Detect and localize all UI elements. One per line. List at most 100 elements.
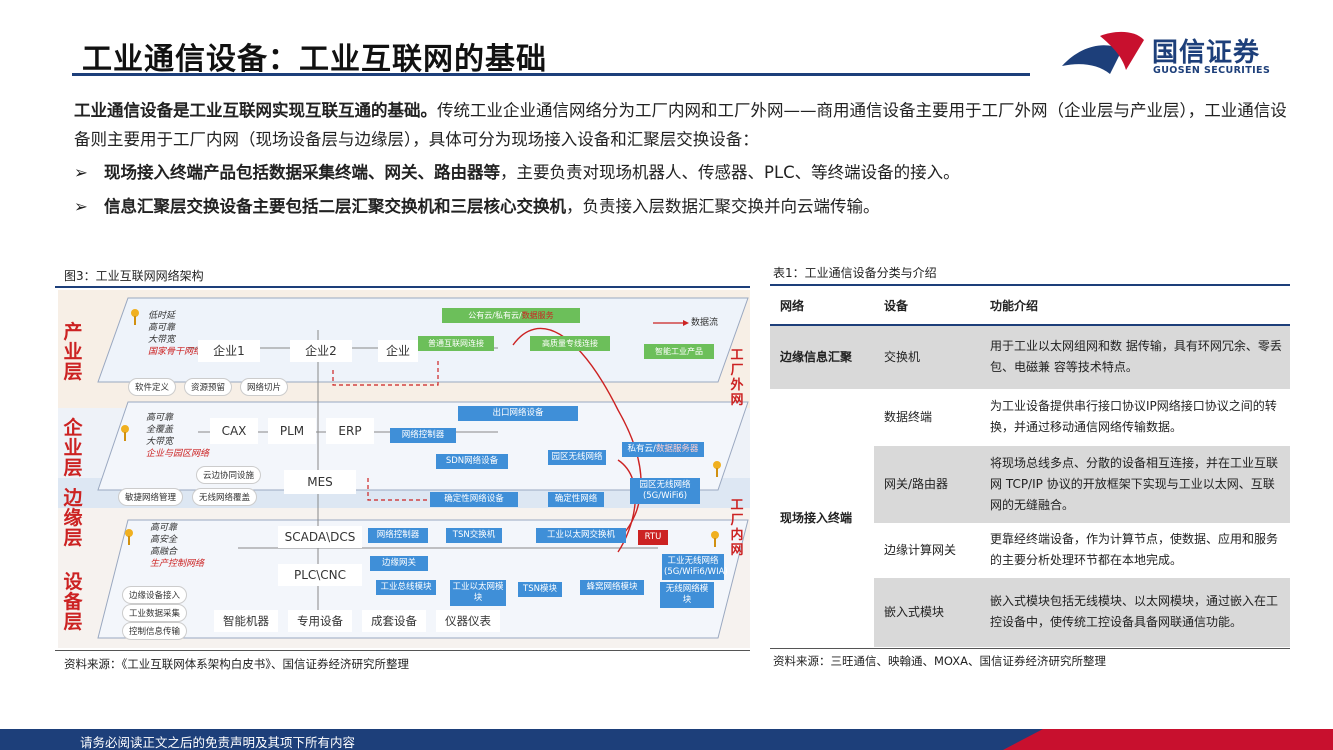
- page-title: 工业通信设备：工业互联网的基础: [82, 42, 547, 77]
- table-cell-device: 边缘计算网关: [874, 523, 980, 578]
- enterprise-pill: 云边协同设施: [196, 466, 262, 484]
- app-box: CAX: [210, 418, 258, 444]
- fieldbus-module-box: 工业总线模块: [376, 580, 436, 595]
- antenna-5g-icon: [131, 309, 139, 325]
- device-bottom-node: 仪器仪表: [436, 610, 500, 632]
- table-cell-desc: 为工业设备提供串行接口协议IP网络接口协议之间的转换，并通过移动通信网络传输数据…: [980, 389, 1290, 446]
- industry-pill: 网络切片: [240, 378, 289, 396]
- layer-label-device: 设备层: [63, 571, 83, 633]
- footer-accent: [1003, 729, 1333, 750]
- antenna-5g-icon: [125, 529, 133, 545]
- layer-label-industry: 产业层: [63, 321, 83, 383]
- device-pill: 边缘设备接入: [122, 586, 188, 604]
- edge-gateway-box: 边缘网关: [370, 556, 428, 571]
- intro-paragraph: 工业通信设备是工业互联网实现互联互通的基础。传统工业企业通信网络分为工厂内网和工…: [74, 96, 1289, 154]
- industry-pill: 资源预留: [184, 378, 233, 396]
- deterministic-network-box: 确定性网络: [548, 492, 604, 507]
- device-bottom-node: 智能机器: [214, 610, 278, 632]
- figure-source-rule: [55, 650, 750, 651]
- table-cell-category: 边缘信息汇聚: [770, 325, 874, 390]
- device-bottom-node: 成套设备: [362, 610, 426, 632]
- bullet-arrow-icon: ➢: [74, 197, 88, 216]
- smart-product-box: 智能工业产品: [644, 344, 714, 359]
- layer-label-edge: 边缘层: [63, 487, 83, 549]
- intro-lead-bold: 工业通信设备是工业互联网实现互联互通的基础。: [74, 101, 437, 120]
- device-pill: 控制信息传输: [122, 622, 188, 640]
- industrial-wireless-box: 工业无线网络(5G/WiFi6/WIA): [662, 554, 728, 580]
- plc-box: PLC\CNC: [278, 564, 362, 586]
- table-cell-device: 交换机: [874, 325, 980, 390]
- layer-label-enterprise: 企业层: [63, 417, 83, 479]
- table-header-function: 功能介绍: [980, 287, 1290, 326]
- table-caption-rule: [770, 284, 1290, 286]
- network-architecture-figure: 产业层 企业层 边缘层 设备层 工厂外网 工厂内网 低时延高可靠大带宽 国家骨干…: [58, 290, 750, 648]
- private-cloud-box: 私有云/数据服务器: [622, 442, 704, 457]
- footer-bar: 请务必阅读正文之后的免责声明及其项下所有内容: [0, 729, 1333, 750]
- table-row: 现场接入终端 数据终端 为工业设备提供串行接口协议IP网络接口协议之间的转换，并…: [770, 389, 1290, 648]
- intro-lead-rest: 传统工业企业通信网络分为工厂内网和工厂外网——商用通信设备主要用于工厂外网（企业…: [74, 101, 1287, 149]
- tsn-module-box: TSN模块: [518, 582, 562, 597]
- deterministic-device-box: 确定性网络设备: [430, 492, 518, 507]
- figure-caption-rule: [55, 286, 750, 288]
- table-source-rule: [770, 648, 1290, 649]
- rtu-box: RTU: [638, 530, 668, 545]
- table-caption: 表1：工业通信设备分类与介绍: [773, 266, 937, 280]
- sdn-device-box: SDN网络设备: [436, 454, 508, 469]
- bullet-item: ➢现场接入终端产品包括数据采集终端、网关、路由器等，主要负责对现场机器人、传感器…: [74, 161, 960, 185]
- antenna-5g-icon: [121, 425, 129, 441]
- enterprise-node: 企业1: [198, 340, 260, 362]
- app-box: ERP: [326, 418, 374, 444]
- app-box: PLM: [268, 418, 316, 444]
- bullet-item: ➢信息汇聚层交换设备主要包括二层汇聚交换机和三层核心交换机，负责接入层数据汇聚交…: [74, 195, 880, 219]
- table-header-device: 设备: [874, 287, 980, 326]
- antenna-5g-icon: [711, 531, 719, 547]
- table-header-network: 网络: [770, 287, 874, 326]
- egress-device-box: 出口网络设备: [458, 406, 578, 421]
- table-row: 边缘信息汇聚 交换机 用于工业以太网组网和数 据传输，具有环网冗余、零丢包、电磁…: [770, 325, 1290, 390]
- bullet-arrow-icon: ➢: [74, 163, 88, 182]
- table-cell-category: 现场接入终端: [770, 389, 874, 648]
- ethernet-module-box: 工业以太网模块: [450, 580, 506, 606]
- table-cell-desc: 用于工业以太网组网和数 据传输，具有环网冗余、零丢包、电磁兼 容等技术特点。: [980, 325, 1290, 390]
- mes-box: MES: [284, 470, 356, 494]
- logo-chinese: 国信证券: [1152, 38, 1261, 68]
- dedicated-line-box: 高质量专线连接: [530, 336, 610, 351]
- scada-box: SCADA\DCS: [278, 526, 362, 548]
- table-cell-device: 嵌入式模块: [874, 577, 980, 648]
- tsn-switch-box: TSN交换机: [446, 528, 502, 543]
- device-bottom-node: 专用设备: [288, 610, 352, 632]
- table-cell-desc: 将现场总线多点、分散的设备相互连接，并在工业互联网 TCP/IP 协议的开放框架…: [980, 445, 1290, 524]
- device-pill: 工业数据采集: [122, 604, 188, 622]
- guosen-logo-icon: [1062, 31, 1144, 74]
- wireless-module-box: 无线网络模块: [660, 582, 714, 608]
- device-notes: 高可靠高安全高融合 生产控制网络: [150, 523, 205, 569]
- legend-dataflow: 数据流: [691, 318, 719, 328]
- footer-disclaimer: 请务必阅读正文之后的免责声明及其项下所有内容: [80, 735, 356, 750]
- table-cell-desc: 更靠经终端设备，作为计算节点，使数据、应用和服务的主要分析处理环节都在本地完成。: [980, 523, 1290, 578]
- side-label-internal: 工厂内网: [730, 498, 744, 558]
- campus-wireless-box: 园区无线网络: [548, 450, 606, 465]
- table-row: 边缘计算网关 更靠经终端设备，作为计算节点，使数据、应用和服务的主要分析处理环节…: [770, 523, 1290, 578]
- industry-pill: 软件定义: [128, 378, 177, 396]
- table-cell-device: 网关/路由器: [874, 445, 980, 524]
- industry-notes: 低时延高可靠大带宽 国家骨干网络: [148, 311, 203, 357]
- internet-connection-box: 普通互联网连接: [418, 336, 494, 351]
- antenna-5g-icon: [713, 461, 721, 477]
- device-network-controller-box: 网络控制器: [368, 528, 428, 543]
- logo-english: GUOSEN SECURITIES: [1153, 65, 1271, 76]
- enterprise-node: 企业: [378, 340, 418, 362]
- table-header-row: 网络 设备 功能介绍: [770, 287, 1290, 326]
- campus-5g-box: 园区无线网络(5G/WiFi6): [630, 478, 700, 504]
- side-label-external: 工厂外网: [730, 348, 744, 408]
- equipment-table: 网络 设备 功能介绍 边缘信息汇聚 交换机 用于工业以太网组网和数 据传输，具有…: [770, 287, 1290, 648]
- bullet-text: ，负责接入层数据汇聚交换并向云端传输。: [566, 197, 880, 216]
- cellular-module-box: 蜂窝网络模块: [580, 580, 644, 595]
- table-cell-desc: 嵌入式模块包括无线模块、以太网模块，通过嵌入在工控设备中，使传统工控设备具备网联…: [980, 577, 1290, 648]
- bullet-bold: 现场接入终端产品包括数据采集终端、网关、路由器等: [104, 163, 500, 182]
- figure-source: 资料来源：《工业互联网体系架构白皮书》、国信证券经济研究所整理: [64, 657, 409, 671]
- enterprise-pill: 敏捷网络管理: [118, 488, 184, 506]
- enterprise-notes: 高可靠全覆盖大带宽 企业与园区网络: [146, 413, 210, 459]
- network-controller-box: 网络控制器: [390, 428, 456, 443]
- industrial-ethernet-switch-box: 工业以太网交换机: [536, 528, 626, 543]
- cloud-data-service-box: 公有云/私有云/数据服务: [442, 308, 580, 323]
